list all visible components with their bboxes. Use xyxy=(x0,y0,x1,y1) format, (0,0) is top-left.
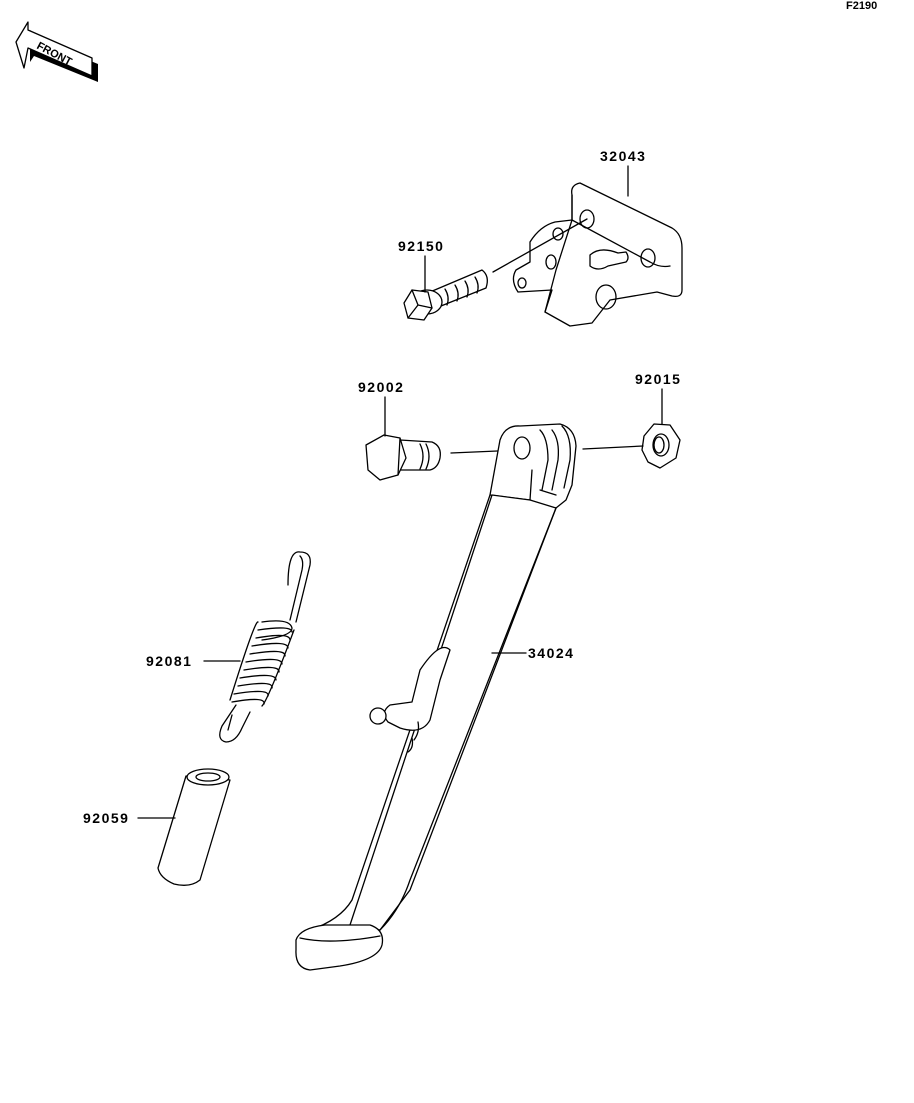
part-label-92081: 92081 xyxy=(146,653,193,669)
figure-code: F2190 xyxy=(846,0,878,12)
part-92081-spring xyxy=(219,551,311,743)
part-34024-side-stand xyxy=(295,423,577,971)
part-label-34024: 34024 xyxy=(528,645,575,661)
part-92002-bolt xyxy=(365,434,522,481)
part-label-92015: 92015 xyxy=(635,371,682,387)
part-32043-bracket xyxy=(492,182,683,327)
part-label-92002: 92002 xyxy=(358,379,405,395)
part-92059-collar xyxy=(157,768,231,886)
part-92150-bolt xyxy=(403,269,488,321)
part-label-32043: 32043 xyxy=(600,148,647,164)
part-92015-nut xyxy=(582,423,681,469)
front-arrow-icon: FRONT xyxy=(15,21,98,82)
leader-lines xyxy=(137,165,663,819)
part-label-92150: 92150 xyxy=(398,238,445,254)
part-label-92059: 92059 xyxy=(83,810,130,826)
